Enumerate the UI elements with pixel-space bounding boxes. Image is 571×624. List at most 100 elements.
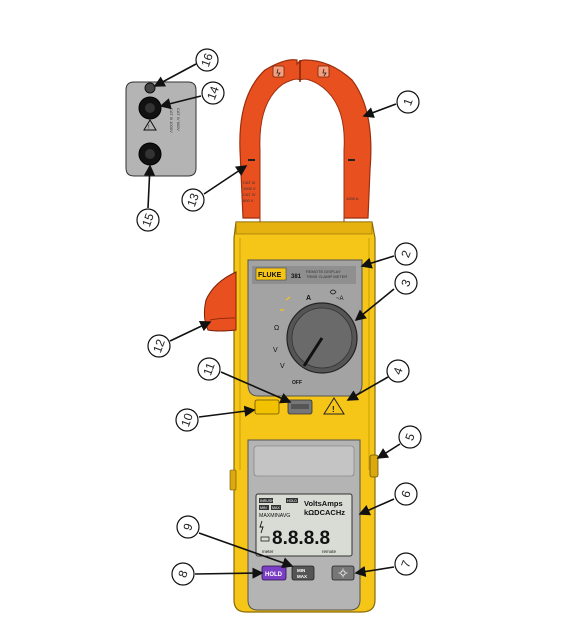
- model-number: 381: [291, 274, 302, 280]
- jaw-cat-rating-line: 1000 V: [243, 186, 256, 191]
- model-description-line: TRMS CLAMP METER: [306, 274, 347, 279]
- callout-number: 9: [180, 521, 196, 532]
- callout-number: 8: [175, 568, 191, 579]
- callout-leader-line: [354, 565, 395, 578]
- callout-leader-line: [198, 532, 294, 569]
- lcd-units-row2: kΩDCACHz: [304, 508, 345, 517]
- callout-circle: [176, 515, 200, 539]
- callout-leader-line: [346, 376, 389, 401]
- callout-circle: [398, 425, 422, 449]
- callout-number: 1: [400, 96, 416, 107]
- callout-circle: [197, 357, 221, 381]
- callout-circle: [136, 208, 160, 232]
- minmax-button[interactable]: MIN MAX: [291, 565, 315, 581]
- callout-circle: [147, 334, 171, 358]
- dial-label-amps: A: [306, 295, 311, 302]
- callout-number: 12: [150, 337, 168, 355]
- callout-leader-line: [169, 321, 212, 342]
- callout-circle: [394, 552, 418, 576]
- control-panel: FLUKE 381 REMOTE DISPLAY TRMS CLAMP METE…: [247, 259, 363, 397]
- fluke-logo: FLUKE: [255, 267, 287, 281]
- dial-label-volts-ac: V: [280, 363, 285, 370]
- callout-number: 11: [200, 360, 218, 377]
- jaw-cat-rating-line: CAT IV: [243, 192, 256, 197]
- brand-name: FLUKE: [258, 272, 282, 279]
- callout-leader-line: [354, 288, 395, 322]
- callout-leader-line: [360, 255, 395, 269]
- flashlight-button[interactable]: [254, 399, 280, 415]
- callout-leader-line: [358, 498, 395, 516]
- battery-icon: [260, 536, 270, 542]
- callout-number: 2: [398, 248, 414, 259]
- connector-rating-line: CAT IV 600V: [176, 108, 181, 131]
- callout-circle: [181, 188, 205, 212]
- dial-label-off: OFF: [292, 380, 302, 386]
- callout-leader-line: [362, 103, 397, 118]
- rotary-function-switch[interactable]: [286, 302, 358, 374]
- jaw-cat-rating-line: 600 V: [243, 198, 254, 203]
- knob-pointer: [302, 337, 324, 367]
- callout-number: 15: [139, 211, 157, 229]
- model-description-line: REMOTE DISPLAY: [306, 269, 341, 274]
- input-terminal-inset: ! CAT III 1000V CAT IV 600V: [125, 81, 197, 177]
- jaw-warning-mark-left: [272, 65, 285, 78]
- svg-text:MIN: MIN: [297, 568, 305, 573]
- callout-number: 4: [390, 365, 406, 376]
- lcd-bottom-right: remote: [322, 549, 337, 554]
- callout-leader-line: [203, 165, 248, 195]
- dial-label-flex: ~A: [336, 296, 344, 302]
- dc-jack[interactable]: [144, 82, 156, 94]
- callout-leader-line: [376, 443, 401, 459]
- backlight-button[interactable]: [331, 565, 355, 581]
- lcd-units-row1: VoltsAmps: [304, 499, 343, 508]
- lcd-screen: INRUSH HOLD VoltsAmps MIN MAX MAXMINAVG …: [255, 493, 353, 557]
- lcd-tag-max: MAX: [272, 506, 280, 510]
- lcd-tag-min: MIN: [260, 506, 267, 510]
- dial-label-ohm: Ω: [274, 325, 279, 332]
- hold-button[interactable]: HOLD: [261, 565, 287, 581]
- jaw-cat-rating-line: CAT III: [243, 180, 255, 185]
- callout-leader-line: [143, 164, 156, 209]
- lcd-mode-row: MAXMINAVG: [259, 513, 290, 519]
- callout-number: 14: [204, 84, 222, 102]
- callout-number: 13: [184, 191, 202, 209]
- callout-number: 5: [402, 431, 418, 442]
- warning-triangle-icon: !: [143, 119, 157, 131]
- jaw-trigger[interactable]: [203, 271, 237, 332]
- callout-circle: [396, 90, 420, 114]
- lcd-tag-inrush: INRUSH: [260, 499, 274, 503]
- callout-circle: [175, 408, 199, 432]
- svg-text:MAX: MAX: [297, 574, 307, 579]
- high-voltage-icon: [259, 520, 264, 534]
- callout-number: 16: [198, 51, 216, 69]
- display-release-latch[interactable]: [369, 454, 379, 478]
- callout-circle: [386, 359, 410, 383]
- dial-label-volts-dc: V: [273, 347, 278, 354]
- callout-number: 10: [178, 411, 196, 429]
- lcd-digits: 8.8.8.8: [272, 528, 330, 549]
- svg-text:!: !: [148, 125, 150, 131]
- warning-triangle-icon: !: [323, 397, 345, 415]
- callout-circle: [201, 81, 225, 105]
- callout-leader-line: [153, 63, 197, 87]
- callout-circle: [394, 271, 418, 295]
- callout-leader-line: [220, 371, 292, 404]
- callout-number: 3: [398, 277, 414, 288]
- svg-text:HOLD: HOLD: [265, 572, 283, 578]
- lcd-bottom-left: meter: [262, 549, 274, 554]
- callout-number: 6: [398, 488, 414, 499]
- lcd-tag-hold: HOLD: [287, 499, 297, 503]
- svg-text:!: !: [332, 405, 335, 414]
- callout-circle: [394, 482, 418, 506]
- callout-leader-line: [194, 567, 264, 579]
- clamp-jaws: CAT III 1000 V CAT IV 600 V 1000 A: [239, 59, 372, 233]
- jaw-current-rating: 1000 A: [346, 196, 359, 201]
- flex-probe-icon: [329, 289, 337, 295]
- callout-leader-line: [159, 95, 202, 110]
- jaw-opening: [259, 78, 345, 233]
- callout-circle: [195, 48, 219, 72]
- remote-display-unit: INRUSH HOLD VoltsAmps MIN MAX MAXMINAVG …: [247, 439, 361, 611]
- callout-circle: [394, 242, 418, 266]
- callout-leader-line: [198, 405, 256, 418]
